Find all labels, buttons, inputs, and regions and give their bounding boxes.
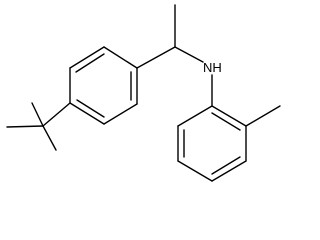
bond-ring2-c [211,160,247,182]
bond-ring1-c [103,46,138,69]
bond-tbutyl-methyl-bottom [42,125,57,151]
bond-ring1-b [69,46,105,69]
bond-ring2-double-2 [211,156,241,175]
bond-ring1-e [103,103,138,125]
bond-ring2-methyl [245,105,281,127]
bond-tbutyl-methyl-left [6,125,44,128]
atom-label-nh: NH [203,60,222,75]
bond-tbutyl-to-ring [42,102,71,127]
bond-ch-to-nh [174,46,204,63]
bond-ring1-double-3 [76,99,105,118]
bond-ring2-a [211,105,247,127]
bond-ring2-d [177,160,213,182]
bond-ring1-double-1 [75,53,105,73]
bond-ring2-double-1 [211,112,241,131]
bond-ring1-f [69,102,105,125]
bond-ring2-f [177,105,213,127]
molecule-structure: NH [6,4,281,182]
bond-ring-to-ch [136,46,176,69]
bond-tbutyl-methyl-top [31,102,44,127]
bonds [6,4,281,182]
